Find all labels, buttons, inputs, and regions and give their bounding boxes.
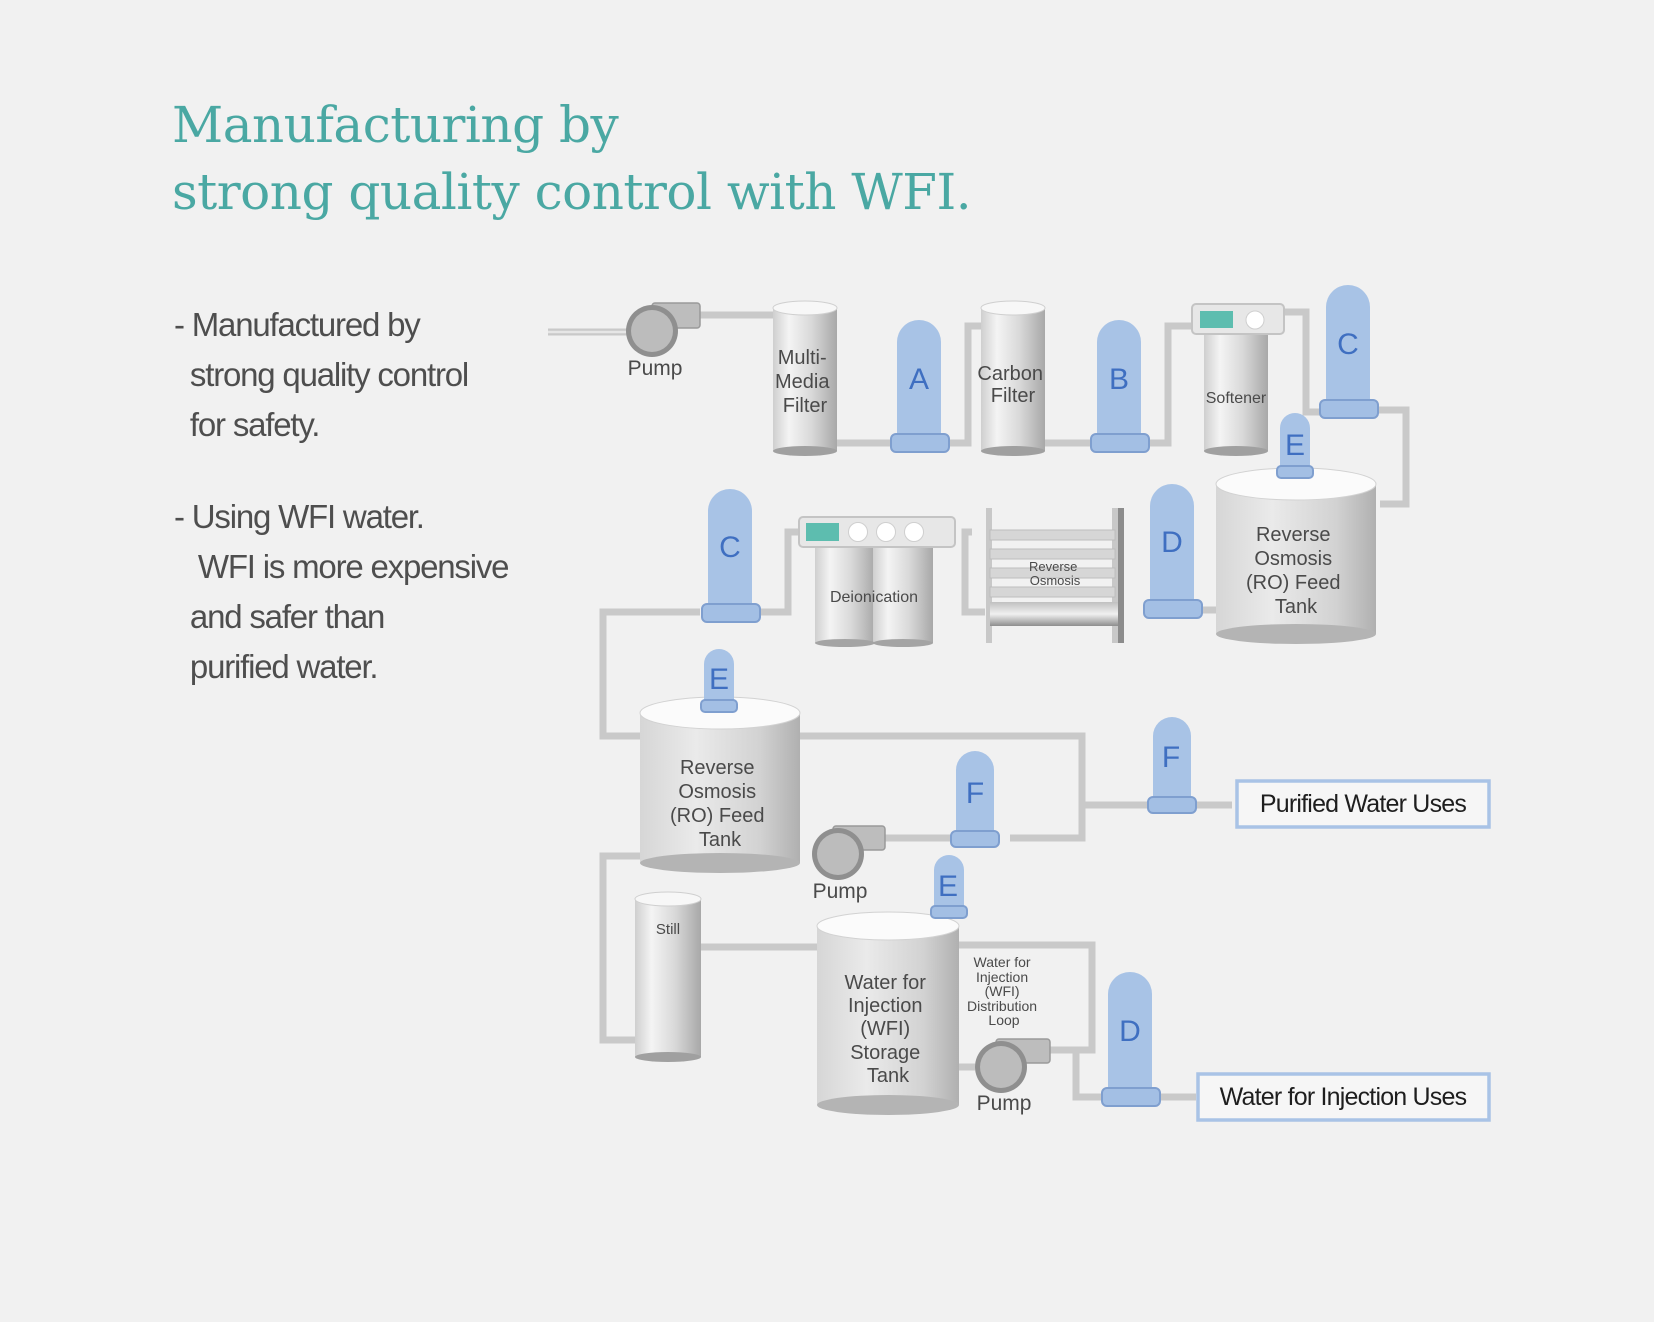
ro-line: Osmosis [1030, 573, 1081, 588]
carbon-filter-line: Filter [991, 385, 1036, 407]
filter-e-top [1276, 413, 1314, 479]
tank-line: Osmosis [678, 781, 756, 803]
bullet-line: purified water. [174, 648, 379, 685]
deionization-unit [798, 516, 956, 647]
bullet-line: for safety. [174, 406, 320, 443]
multimedia-filter-line: Media [775, 371, 830, 393]
tank-line: Reverse [680, 757, 754, 779]
filter-d-middle [1143, 484, 1203, 619]
loop-line: Distribution [967, 998, 1037, 1014]
reverse-osmosis-label: Reverse Osmosis [1029, 559, 1081, 588]
multimedia-filter-line: Filter [783, 395, 828, 417]
filter-e-lower [930, 855, 968, 919]
softener-label: Softener [1206, 390, 1267, 407]
multimedia-filter [772, 300, 838, 456]
title-line-1: Manufacturing by [172, 96, 619, 154]
ro-feed-tank-1-label: Reverse Osmosis (RO) Feed Tank [1246, 524, 1346, 618]
wfi-tank-line: (WFI) [860, 1018, 910, 1040]
filter-b-label: B [1109, 363, 1129, 396]
wfi-tank-line: Tank [867, 1065, 910, 1087]
filter-d-middle-label: D [1161, 526, 1183, 559]
wfi-storage-tank [816, 911, 960, 1115]
filter-f-upper [1147, 717, 1197, 814]
wfi-tank-line: Water for [844, 972, 926, 994]
tank-line: Tank [1275, 596, 1318, 618]
multimedia-filter-line: Multi- [778, 347, 827, 369]
reverse-osmosis-unit [986, 508, 1124, 643]
loop-line: (WFI) [985, 983, 1020, 999]
ro-line: Reverse [1029, 559, 1077, 574]
filter-c-top [1319, 285, 1379, 419]
wfi-tank-line: Injection [848, 995, 923, 1017]
filter-f-upper-label: F [1162, 741, 1180, 774]
filter-e-middle [700, 649, 738, 713]
deionization-label: Deionication [830, 589, 918, 606]
loop-line: Loop [988, 1012, 1019, 1028]
carbon-filter-label: Carbon Filter [977, 363, 1048, 407]
purified-water-uses-box: Purified Water Uses [1235, 779, 1491, 829]
tank-line: (RO) Feed [670, 805, 764, 827]
ro-feed-tank-2-label: Reverse Osmosis (RO) Feed Tank [670, 757, 770, 851]
wfi-storage-tank-label: Water for Injection (WFI) Storage Tank [844, 972, 931, 1087]
filter-e-top-label: E [1285, 429, 1305, 462]
still-label: Still [656, 921, 680, 938]
carbon-filter [980, 300, 1046, 456]
pump-3 [975, 1038, 1051, 1093]
pump-1-label: Pump [628, 357, 683, 380]
filter-b [1090, 320, 1150, 453]
wfi-tank-line: Storage [850, 1042, 920, 1064]
filter-c-middle [701, 489, 761, 623]
wfi-uses-label: Water for Injection Uses [1220, 1083, 1467, 1111]
multimedia-filter-label: Multi- Media Filter [775, 347, 835, 417]
bullet-line: - Using WFI water. [174, 498, 425, 535]
carbon-filter-line: Carbon [977, 363, 1043, 385]
filter-f-lower-label: F [966, 777, 984, 810]
pump-1 [626, 302, 701, 357]
still [634, 891, 702, 1062]
filter-a [890, 320, 950, 453]
page-title: Manufacturing by strong quality control … [172, 92, 972, 226]
wfi-loop-label: Water for Injection (WFI) Distribution L… [967, 954, 1041, 1028]
filter-e-lower-label: E [938, 870, 958, 903]
tank-line: (RO) Feed [1246, 572, 1340, 594]
bullet-wfi-water: - Using WFI water. WFI is more expensive… [174, 492, 510, 692]
bullet-line: strong quality control [174, 356, 469, 393]
filter-f-lower [950, 751, 1000, 848]
tank-line: Reverse [1256, 524, 1330, 546]
loop-line: Water for [974, 954, 1031, 970]
display-panel [806, 523, 839, 541]
filter-d-lower [1101, 972, 1161, 1107]
tank-line: Tank [699, 829, 742, 851]
bullet-line: WFI is more expensive [174, 548, 510, 585]
pump-2 [812, 825, 886, 880]
display-panel [1200, 311, 1233, 328]
filter-c-middle-label: C [719, 531, 741, 564]
filter-a-label: A [909, 363, 929, 396]
ro-feed-tank-1 [1215, 467, 1377, 644]
filter-c-top-label: C [1337, 328, 1359, 361]
bullet-manufactured: - Manufactured by strong quality control… [174, 300, 469, 450]
loop-line: Injection [976, 969, 1028, 985]
ro-feed-tank-2 [639, 696, 801, 873]
pump-2-label: Pump [813, 880, 868, 903]
tank-line: Osmosis [1254, 548, 1332, 570]
purified-water-uses-label: Purified Water Uses [1260, 790, 1466, 818]
filter-e-middle-label: E [709, 663, 729, 696]
pump-3-label: Pump [977, 1092, 1032, 1115]
wfi-uses-box: Water for Injection Uses [1196, 1072, 1491, 1122]
softener [1191, 303, 1285, 456]
bullet-line: - Manufactured by [174, 306, 421, 343]
title-line-2: strong quality control with WFI. [172, 163, 972, 221]
bullet-line: and safer than [174, 598, 385, 635]
filter-d-lower-label: D [1119, 1015, 1141, 1048]
